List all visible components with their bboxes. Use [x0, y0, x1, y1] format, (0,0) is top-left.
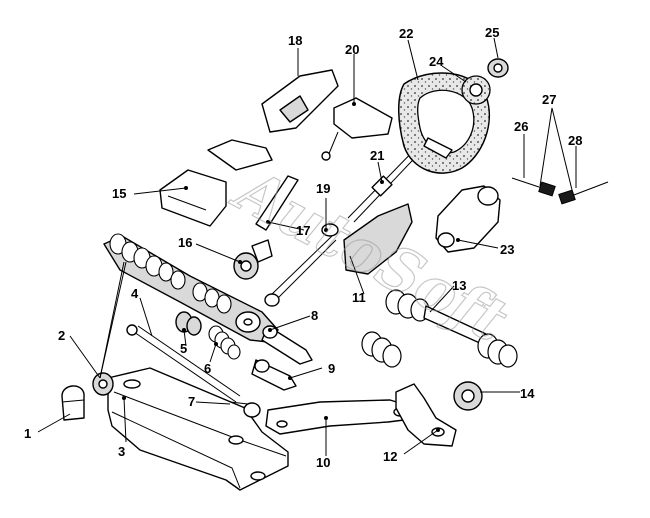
callout-2: 2 — [58, 328, 65, 343]
callout-25: 25 — [485, 25, 499, 40]
part-4-inner-tie-rod — [126, 324, 241, 403]
part-12-mounting-bracket — [395, 383, 457, 447]
callout-10: 10 — [316, 455, 330, 470]
part-6-bellows-boot — [208, 325, 241, 360]
callout-18: 18 — [288, 33, 302, 48]
part-15-column-shroud — [159, 139, 273, 227]
callout-3: 3 — [118, 444, 125, 459]
callout-4: 4 — [131, 286, 139, 301]
part-19-intermediate-shaft — [264, 223, 339, 307]
callout-20: 20 — [345, 42, 359, 57]
part-5-bushing — [175, 311, 202, 336]
part-1-clamp — [61, 385, 85, 421]
callout-17: 17 — [296, 223, 310, 238]
callout-labels: 1 2 3 4 5 6 7 8 9 10 11 12 13 14 15 16 1… — [24, 25, 582, 470]
part-28-wiper-switch — [558, 181, 609, 205]
callout-26: 26 — [514, 119, 528, 134]
part-9-tie-rod-end — [251, 359, 297, 391]
part-26-turn-signal-switch — [511, 177, 556, 197]
callout-28: 28 — [568, 133, 582, 148]
part-7-ball-joint — [229, 401, 261, 418]
lower-column-cover — [343, 203, 413, 275]
part-18-upper-bracket — [261, 69, 339, 133]
part-23-column-housing — [435, 185, 501, 253]
callout-7: 7 — [188, 394, 195, 409]
part-3-crossmember — [107, 367, 289, 491]
callout-21: 21 — [370, 148, 384, 163]
callout-24: 24 — [429, 54, 444, 69]
part-24-horn-pad — [461, 75, 491, 105]
callout-14: 14 — [520, 386, 535, 401]
callout-9: 9 — [328, 361, 335, 376]
part-17-support — [255, 175, 299, 231]
part-13-shaft-assembly — [385, 289, 518, 368]
leader-lines — [37, 37, 577, 456]
steering-rack-housing — [103, 233, 279, 343]
part-16-column-bearing — [233, 239, 273, 280]
callout-23: 23 — [500, 242, 514, 257]
callout-22: 22 — [399, 26, 413, 41]
callout-12: 12 — [383, 449, 397, 464]
callout-13: 13 — [452, 278, 466, 293]
callout-16: 16 — [178, 235, 192, 250]
callout-19: 19 — [316, 181, 330, 196]
part-25-nut — [487, 58, 509, 78]
part-2-bushing — [92, 372, 114, 396]
callout-8: 8 — [311, 308, 318, 323]
callout-11: 11 — [352, 290, 366, 305]
callout-27: 27 — [542, 92, 556, 107]
part-11-bellows — [361, 331, 402, 368]
callout-15: 15 — [112, 186, 126, 201]
leader-dots — [122, 102, 460, 432]
callout-6: 6 — [204, 361, 211, 376]
part-20-lock-bracket — [321, 97, 393, 161]
callout-1: 1 — [24, 426, 31, 441]
callout-5: 5 — [180, 341, 187, 356]
part-14-bushing — [453, 381, 483, 411]
